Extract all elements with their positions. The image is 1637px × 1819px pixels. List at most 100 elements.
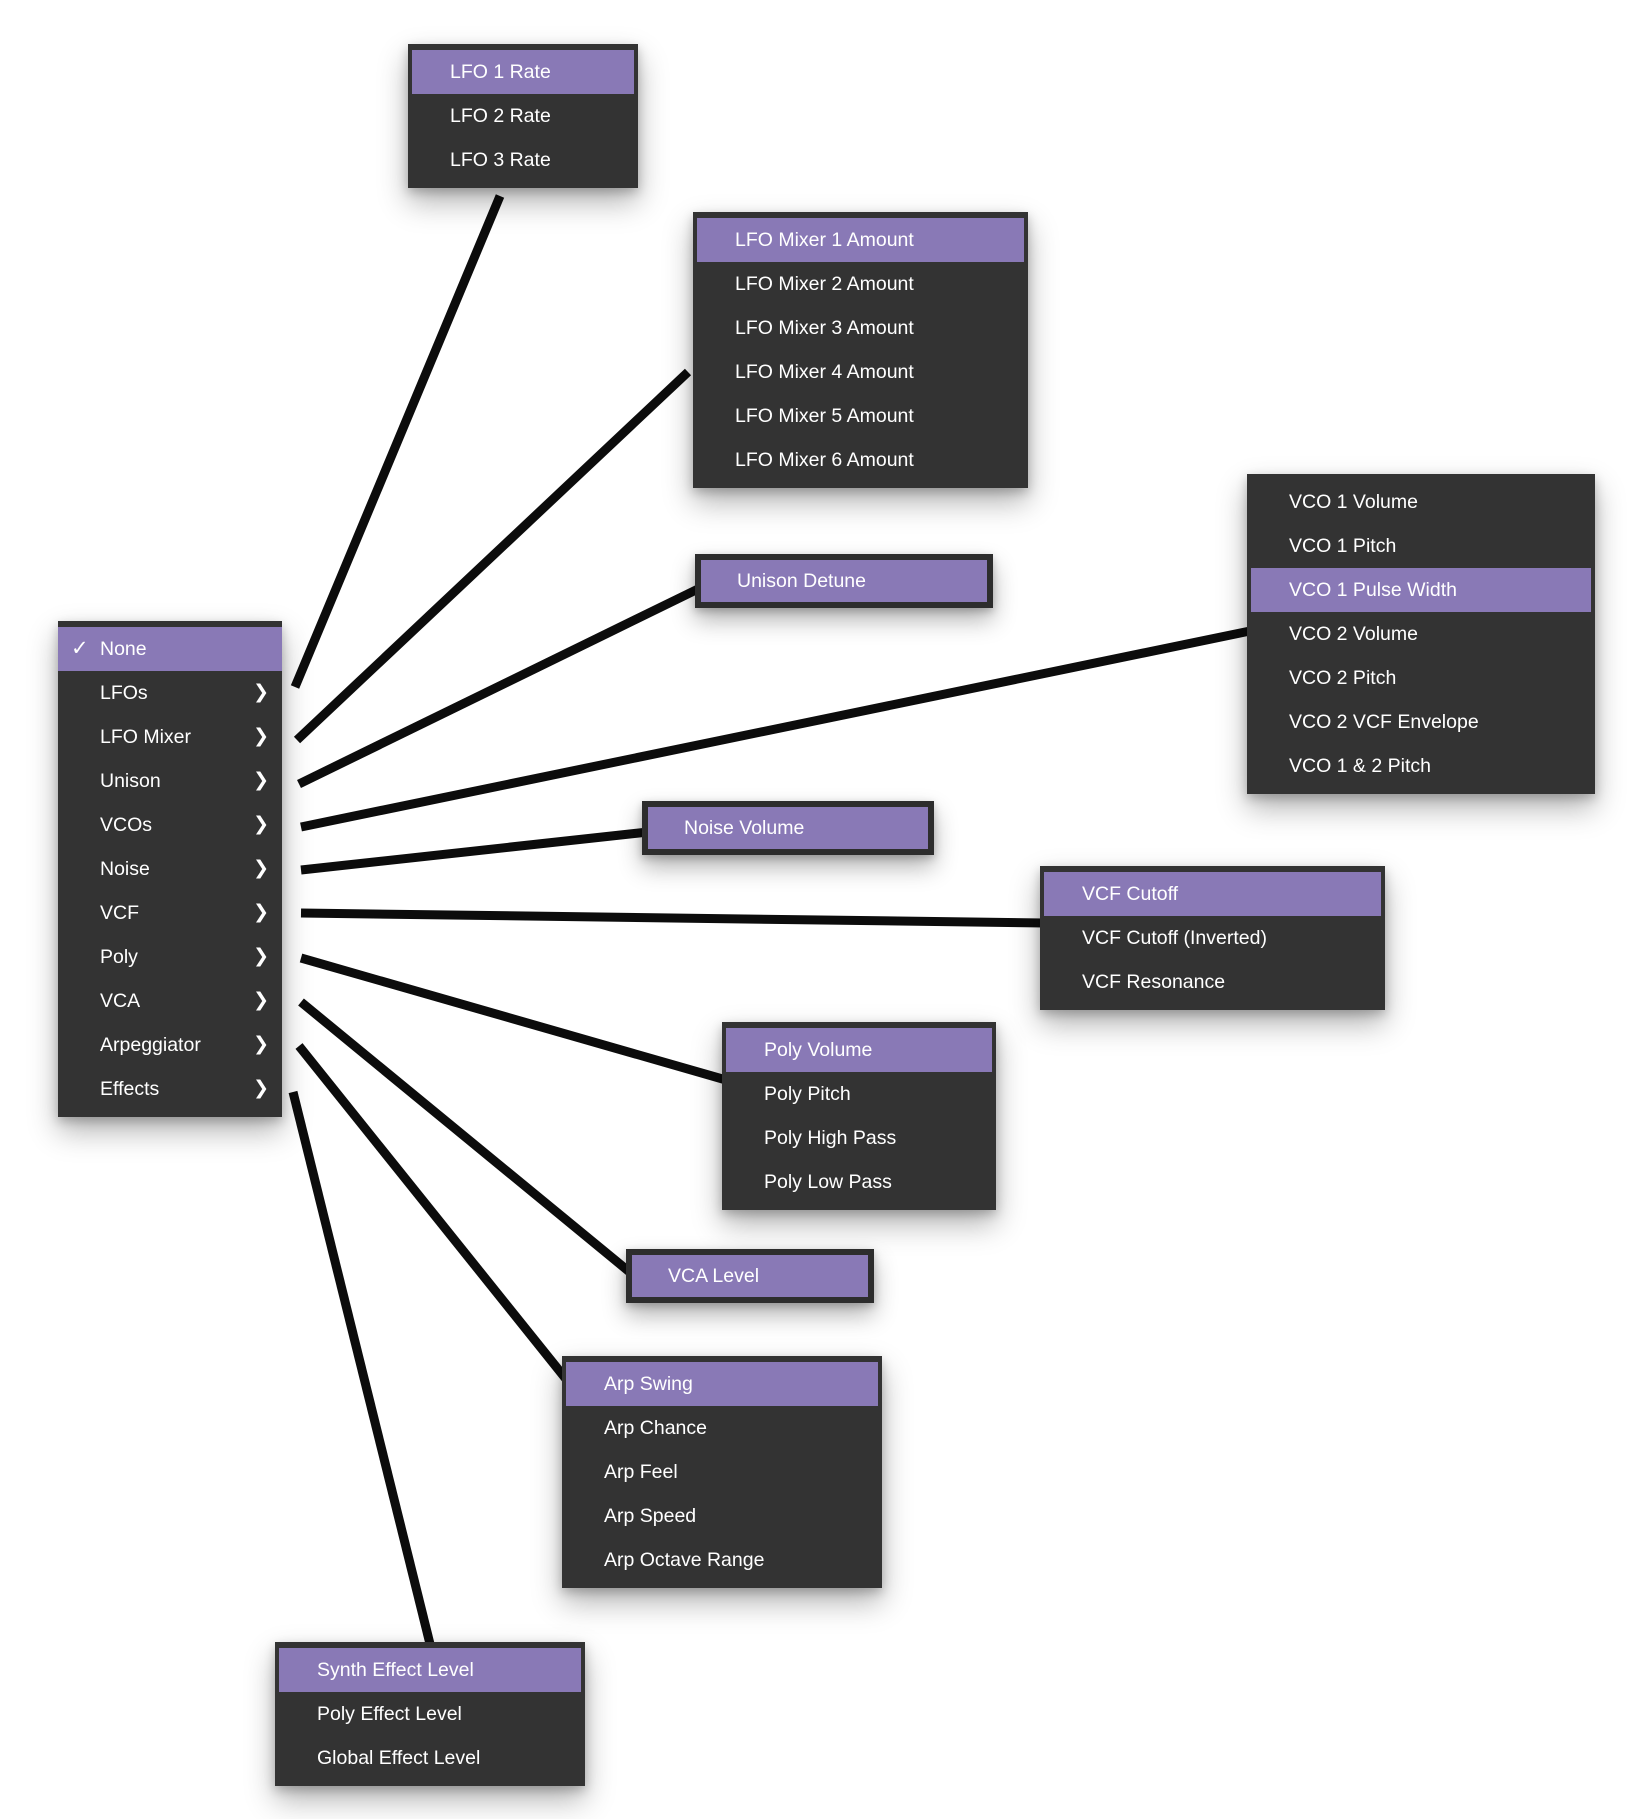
connector-unison — [297, 584, 700, 789]
menu-item-label: None — [100, 638, 147, 660]
menu-item-unison-detune[interactable]: Unison Detune — [701, 560, 987, 602]
submenu-effects: Synth Effect Level Poly Effect Level Glo… — [275, 1642, 585, 1786]
menu-item-poly-effect-level[interactable]: Poly Effect Level — [275, 1692, 585, 1736]
menu-item-vcos[interactable]: VCOs ❯ — [58, 803, 282, 847]
menu-item-label: VCF Cutoff (Inverted) — [1082, 927, 1267, 949]
menu-item-arp-octave-range[interactable]: Arp Octave Range — [562, 1538, 882, 1582]
menu-item-label: Poly High Pass — [764, 1127, 897, 1149]
menu-item-label: LFO Mixer — [100, 726, 192, 748]
menu-item-unison[interactable]: Unison ❯ — [58, 759, 282, 803]
connector-vcos — [300, 626, 1251, 832]
menu-item-vco-2-pitch[interactable]: VCO 2 Pitch — [1247, 656, 1595, 700]
menu-item-vcf-resonance[interactable]: VCF Resonance — [1040, 960, 1385, 1004]
menu-item-label: LFO Mixer 6 Amount — [735, 449, 914, 471]
menu-item-effects[interactable]: Effects ❯ — [58, 1067, 282, 1111]
menu-item-label: LFO 3 Rate — [450, 149, 551, 171]
menu-item-label: VCA Level — [668, 1265, 760, 1287]
chevron-right-icon: ❯ — [253, 1034, 269, 1055]
connector-poly — [299, 953, 728, 1085]
menu-item-arp-swing[interactable]: Arp Swing — [566, 1362, 878, 1406]
menu-item-label: Effects — [100, 1078, 160, 1100]
menu-item-label: Noise — [100, 858, 150, 880]
menu-item-label: Poly — [100, 946, 138, 968]
menu-item-label: VCO 1 & 2 Pitch — [1289, 755, 1431, 777]
menu-item-arp-feel[interactable]: Arp Feel — [562, 1450, 882, 1494]
menu-item-label: Unison Detune — [737, 570, 866, 592]
menu-item-lfos[interactable]: LFOs ❯ — [58, 671, 282, 715]
menu-item-arp-chance[interactable]: Arp Chance — [562, 1406, 882, 1450]
menu-item-vco-2-volume[interactable]: VCO 2 Volume — [1247, 612, 1595, 656]
menu-item-label: VCF Cutoff — [1082, 883, 1179, 905]
menu-item-vco-1-pulse-width[interactable]: VCO 1 Pulse Width — [1251, 568, 1591, 612]
menu-item-label: Arpeggiator — [100, 1034, 201, 1056]
menu-item-label: LFOs — [100, 682, 148, 704]
submenu-lfo-mixer: LFO Mixer 1 Amount LFO Mixer 2 Amount LF… — [693, 212, 1028, 488]
menu-item-label: LFO Mixer 1 Amount — [735, 229, 914, 251]
connector-vcf — [300, 908, 1045, 928]
menu-item-label: Noise Volume — [684, 817, 805, 839]
connector-lfos — [290, 194, 505, 689]
menu-item-noise-volume[interactable]: Noise Volume — [648, 807, 928, 849]
submenu-noise: Noise Volume — [642, 801, 934, 855]
submenu-vcos: VCO 1 Volume VCO 1 Pitch VCO 1 Pulse Wid… — [1247, 474, 1595, 794]
menu-item-label: Arp Octave Range — [604, 1549, 765, 1571]
menu-item-label: VCA — [100, 990, 141, 1012]
menu-item-label: Arp Feel — [604, 1461, 678, 1483]
menu-item-label: LFO 1 Rate — [450, 61, 551, 83]
menu-item-noise[interactable]: Noise ❯ — [58, 847, 282, 891]
submenu-poly: Poly Volume Poly Pitch Poly High Pass Po… — [722, 1022, 996, 1210]
menu-item-lfo-mixer-1-amount[interactable]: LFO Mixer 1 Amount — [697, 218, 1024, 262]
chevron-right-icon: ❯ — [253, 726, 269, 747]
menu-item-label: VCF Resonance — [1082, 971, 1226, 993]
menu-item-poly-pitch[interactable]: Poly Pitch — [722, 1072, 996, 1116]
menu-item-global-effect-level[interactable]: Global Effect Level — [275, 1736, 585, 1780]
menu-item-vcf[interactable]: VCF ❯ — [58, 891, 282, 935]
menu-item-label: Poly Effect Level — [317, 1703, 462, 1725]
menu-item-vcf-cutoff[interactable]: VCF Cutoff — [1044, 872, 1381, 916]
chevron-right-icon: ❯ — [253, 814, 269, 835]
menu-item-lfo-2-rate[interactable]: LFO 2 Rate — [408, 94, 638, 138]
chevron-right-icon: ❯ — [253, 1078, 269, 1099]
menu-item-label: VCO 1 Pitch — [1289, 535, 1397, 557]
connector-vca — [298, 998, 635, 1278]
menu-item-label: Poly Pitch — [764, 1083, 851, 1105]
chevron-right-icon: ❯ — [253, 990, 269, 1011]
menu-item-lfo-mixer-4-amount[interactable]: LFO Mixer 4 Amount — [693, 350, 1028, 394]
menu-item-none[interactable]: ✓ None — [58, 627, 282, 671]
menu-item-vca-level[interactable]: VCA Level — [632, 1255, 868, 1297]
menu-item-vco-1-pitch[interactable]: VCO 1 Pitch — [1247, 524, 1595, 568]
menu-item-synth-effect-level[interactable]: Synth Effect Level — [279, 1648, 581, 1692]
chevron-right-icon: ❯ — [253, 946, 269, 967]
submenu-vcf: VCF Cutoff VCF Cutoff (Inverted) VCF Res… — [1040, 866, 1385, 1010]
menu-item-lfo-mixer-2-amount[interactable]: LFO Mixer 2 Amount — [693, 262, 1028, 306]
menu-item-vco-2-vcf-envelope[interactable]: VCO 2 VCF Envelope — [1247, 700, 1595, 744]
submenu-vca: VCA Level — [626, 1249, 874, 1303]
menu-item-lfo-mixer[interactable]: LFO Mixer ❯ — [58, 715, 282, 759]
menu-item-lfo-mixer-3-amount[interactable]: LFO Mixer 3 Amount — [693, 306, 1028, 350]
menu-item-arpeggiator[interactable]: Arpeggiator ❯ — [58, 1023, 282, 1067]
menu-item-label: Poly Low Pass — [764, 1171, 892, 1193]
menu-item-poly-high-pass[interactable]: Poly High Pass — [722, 1116, 996, 1160]
menu-item-vco-1-and-2-pitch[interactable]: VCO 1 & 2 Pitch — [1247, 744, 1595, 788]
submenu-unison: Unison Detune — [695, 554, 993, 608]
menu-item-lfo-mixer-5-amount[interactable]: LFO Mixer 5 Amount — [693, 394, 1028, 438]
chevron-right-icon: ❯ — [253, 770, 269, 791]
menu-item-poly-volume[interactable]: Poly Volume — [726, 1028, 992, 1072]
menu-item-vcf-cutoff-inverted[interactable]: VCF Cutoff (Inverted) — [1040, 916, 1385, 960]
menu-item-label: LFO Mixer 4 Amount — [735, 361, 914, 383]
menu-item-label: LFO Mixer 3 Amount — [735, 317, 914, 339]
menu-item-label: LFO Mixer 2 Amount — [735, 273, 914, 295]
menu-item-label: VCO 2 Pitch — [1289, 667, 1397, 689]
menu-item-vca[interactable]: VCA ❯ — [58, 979, 282, 1023]
menu-item-poly-low-pass[interactable]: Poly Low Pass — [722, 1160, 996, 1204]
menu-item-vco-1-volume[interactable]: VCO 1 Volume — [1247, 480, 1595, 524]
menu-item-lfo-3-rate[interactable]: LFO 3 Rate — [408, 138, 638, 182]
menu-item-lfo-1-rate[interactable]: LFO 1 Rate — [412, 50, 634, 94]
menu-item-label: VCOs — [100, 814, 153, 836]
menu-item-label: VCO 2 VCF Envelope — [1289, 711, 1479, 733]
menu-item-label: Synth Effect Level — [317, 1659, 474, 1681]
menu-item-arp-speed[interactable]: Arp Speed — [562, 1494, 882, 1538]
connector-noise — [300, 827, 649, 875]
menu-item-poly[interactable]: Poly ❯ — [58, 935, 282, 979]
menu-item-lfo-mixer-6-amount[interactable]: LFO Mixer 6 Amount — [693, 438, 1028, 482]
